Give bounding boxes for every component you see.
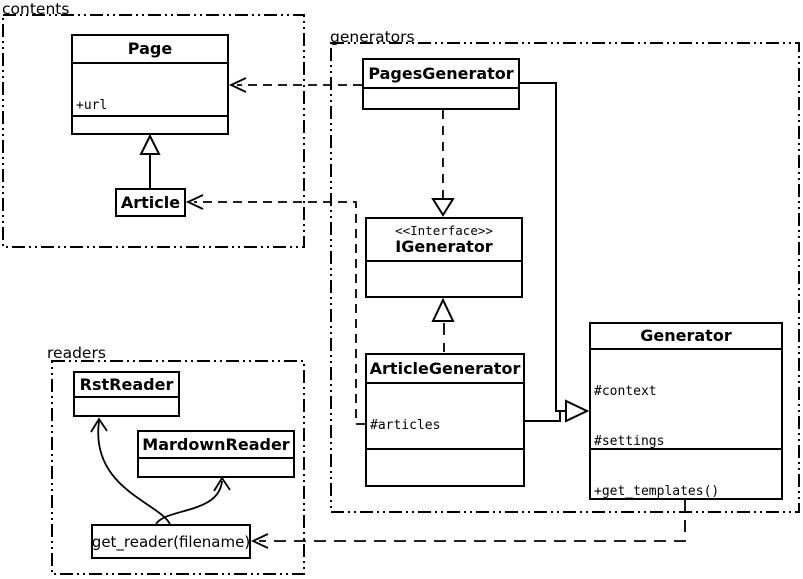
- inheritance-triangle-icon: [139, 133, 161, 155]
- class-rstreader-name: RstReader: [79, 374, 174, 394]
- readers-package-frame: [51, 360, 305, 575]
- get-reader-node: get_reader(filename): [91, 524, 251, 559]
- open-arrowhead-icon: [185, 194, 204, 210]
- articlegenerator-attribute: #articles: [370, 418, 441, 433]
- generators-package-label: generators: [330, 28, 415, 46]
- arrow-curve-getreader-to-markdownreader: [155, 480, 223, 525]
- class-pagesgenerator: PagesGenerator #pages: [362, 58, 520, 110]
- class-rstreader: RstReader +read(): [73, 371, 180, 417]
- class-page: Page +url +slug +summary +check_properti…: [71, 34, 229, 135]
- class-markdownreader: MardownReader +read(): [137, 430, 295, 478]
- contents-package-label: contents: [2, 0, 70, 18]
- class-page-methods: +check_properties(): [73, 115, 227, 133]
- class-article: Article: [115, 188, 186, 217]
- generator-method: +get_templates(): [594, 484, 720, 498]
- open-arrowhead-icon: [228, 77, 247, 93]
- inheritance-triangle-icon: [565, 399, 590, 423]
- page-attribute: +url: [76, 98, 108, 113]
- generator-attribute: #context: [594, 384, 657, 399]
- class-markdownreader-name: MardownReader: [142, 434, 290, 454]
- inheritance-line-articlegenerator-to-generator: [525, 410, 566, 422]
- open-arrowhead-icon: [90, 417, 108, 433]
- class-page-attributes: +url +slug +summary: [73, 62, 227, 115]
- class-articlegenerator: ArticleGenerator #articles #dates #tags …: [365, 353, 525, 487]
- arrow-curve-getreader-to-rstreader: [97, 420, 171, 525]
- open-arrowhead-icon: [250, 533, 269, 549]
- generators-package-frame: [330, 42, 800, 513]
- readers-package-label: readers: [47, 344, 106, 362]
- interface-igenerator: <<Interface>> IGenerator +generate_conte…: [365, 217, 523, 298]
- class-articlegenerator-attributes: #articles #dates #tags #categories: [367, 382, 523, 448]
- class-pagesgenerator-attributes: #pages: [364, 87, 518, 108]
- interface-igenerator-methods: +generate_context() +generate_output(): [367, 260, 521, 296]
- class-articlegenerator-methods: +generate_feeds() +generate_pages(): [367, 448, 523, 485]
- class-generator: Generator #context #settings #path #them…: [589, 322, 783, 500]
- articlegenerator-method: +generate_feeds(): [370, 484, 522, 485]
- generator-attribute: #settings: [594, 433, 665, 449]
- class-generator-name: Generator: [640, 326, 732, 345]
- class-article-name: Article: [120, 192, 181, 212]
- igenerator-stereotype: <<Interface>>: [395, 223, 493, 238]
- class-articlegenerator-name: ArticleGenerator: [369, 358, 521, 378]
- class-page-name: Page: [127, 39, 173, 58]
- class-generator-attributes: #context #settings #path #theme #output_…: [591, 348, 781, 448]
- dependency-line-articlegenerator-to-article: [194, 201, 365, 425]
- class-rstreader-methods: +read(): [75, 396, 178, 415]
- class-pagesgenerator-name: PagesGenerator: [368, 63, 514, 83]
- class-markdownreader-methods: +read(): [139, 457, 293, 476]
- interface-igenerator-name: IGenerator: [395, 237, 493, 256]
- interface-igenerator-title: <<Interface>> IGenerator: [367, 219, 521, 260]
- realization-triangle-icon: [431, 297, 455, 322]
- dependency-line-generator-to-getreader: [259, 500, 686, 542]
- realization-triangle-icon: [431, 198, 455, 217]
- get-reader-label: get_reader(filename): [91, 532, 251, 551]
- contents-package-frame: [2, 14, 305, 248]
- open-arrowhead-icon: [213, 476, 231, 492]
- class-generator-methods: +get_templates() +get_files(path,exclude…: [591, 448, 781, 498]
- inheritance-line-pagesgenerator-to-generator: [520, 82, 566, 412]
